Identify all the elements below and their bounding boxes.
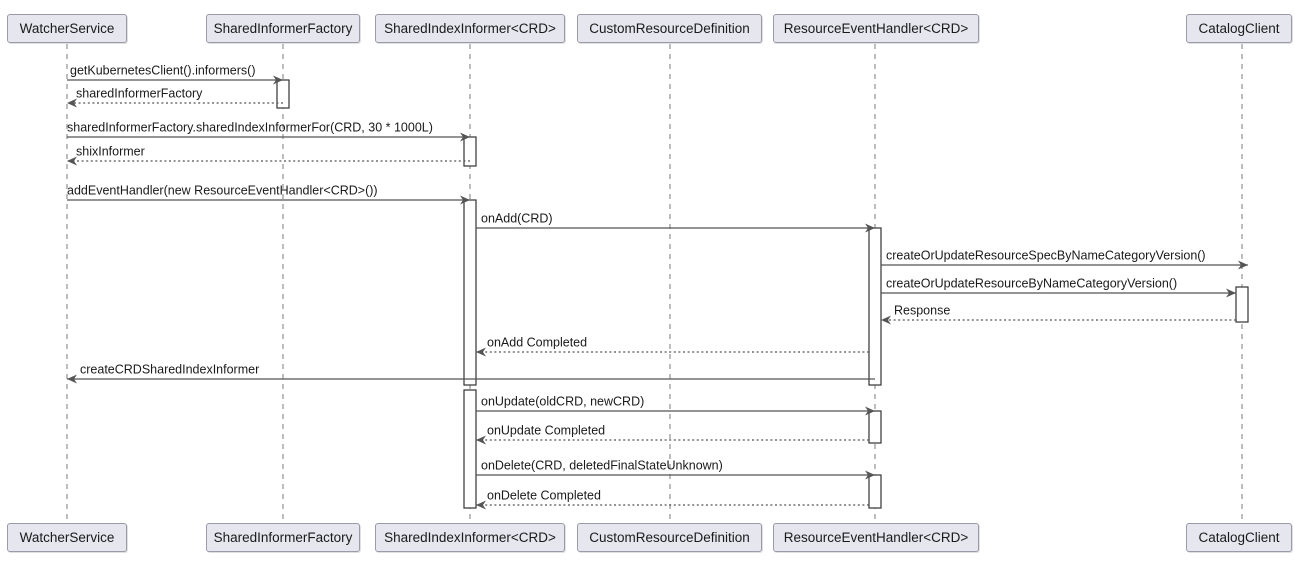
activation-bar-informer-2: [463, 199, 477, 386]
participant-label: SharedInformerFactory: [213, 529, 353, 545]
participant-label: WatcherService: [19, 20, 115, 36]
participant-factory-header[interactable]: SharedInformerFactory: [206, 14, 360, 43]
message-label-m4: shixInformer: [76, 144, 145, 159]
participant-informer-footer[interactable]: SharedIndexInformer<CRD>: [375, 523, 565, 552]
message-label-m3: sharedInformerFactory.sharedIndexInforme…: [67, 120, 433, 135]
message-label-m6: onAdd(CRD): [481, 211, 553, 226]
activation-bar-catalog-7: [1235, 286, 1249, 323]
participant-handler-footer[interactable]: ResourceEventHandler<CRD>: [773, 523, 979, 552]
message-label-m1: getKubernetesClient().informers(): [70, 63, 256, 78]
participant-factory-footer[interactable]: SharedInformerFactory: [206, 523, 360, 552]
activation-bar-handler-4: [868, 227, 882, 386]
participant-catalog-footer[interactable]: CatalogClient: [1186, 523, 1292, 552]
participant-label: WatcherService: [19, 529, 115, 545]
activation-bar-handler-6: [868, 474, 882, 509]
participant-label: ResourceEventHandler<CRD>: [783, 20, 969, 36]
participant-label: CustomResourceDefinition: [589, 529, 750, 545]
message-label-m11: createCRDSharedIndexInformer: [80, 362, 260, 377]
message-label-m2: sharedInformerFactory: [76, 86, 203, 101]
participant-handler-header[interactable]: ResourceEventHandler<CRD>: [773, 14, 979, 43]
participant-label: SharedIndexInformer<CRD>: [384, 20, 556, 36]
message-label-m9: Response: [894, 303, 951, 318]
message-label-m14: onDelete(CRD, deletedFinalStateUnknown): [481, 458, 723, 473]
participant-informer-header[interactable]: SharedIndexInformer<CRD>: [375, 14, 565, 43]
activation-bar-informer-1: [463, 136, 477, 167]
message-label-m15: onDelete Completed: [487, 488, 601, 503]
participant-label: SharedIndexInformer<CRD>: [384, 529, 556, 545]
participant-label: ResourceEventHandler<CRD>: [783, 529, 969, 545]
participant-crd-footer[interactable]: CustomResourceDefinition: [577, 523, 762, 552]
message-label-m8: createOrUpdateResourceByNameCategoryVers…: [886, 276, 1178, 291]
participant-crd-header[interactable]: CustomResourceDefinition: [577, 14, 762, 43]
participant-catalog-header[interactable]: CatalogClient: [1186, 14, 1292, 43]
participant-watcher-footer[interactable]: WatcherService: [7, 523, 127, 552]
message-label-m5: addEventHandler(new ResourceEventHandler…: [67, 183, 378, 198]
participant-watcher-header[interactable]: WatcherService: [7, 14, 127, 43]
activation-bar-informer-3: [463, 389, 477, 509]
message-label-m12: onUpdate(oldCRD, newCRD): [481, 394, 645, 409]
message-label-m13: onUpdate Completed: [487, 423, 606, 438]
activation-bar-factory-0: [276, 79, 290, 109]
activation-bar-handler-5: [868, 410, 882, 444]
participant-label: SharedInformerFactory: [213, 20, 353, 36]
participant-label: CatalogClient: [1198, 20, 1280, 36]
message-label-m10: onAdd Completed: [487, 335, 588, 350]
participant-label: CatalogClient: [1198, 529, 1280, 545]
message-label-m7: createOrUpdateResourceSpecByNameCategory…: [886, 248, 1206, 263]
participant-label: CustomResourceDefinition: [589, 20, 750, 36]
